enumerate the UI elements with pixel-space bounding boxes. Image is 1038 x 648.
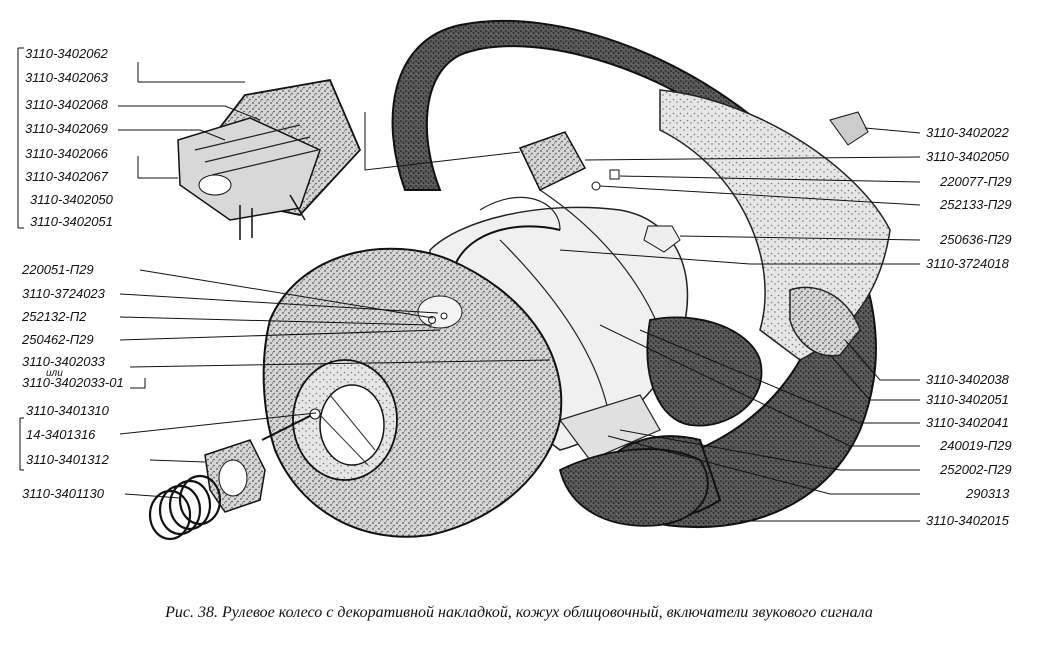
part-label: 252132-П2	[22, 309, 87, 324]
part-label: 3110-3402068	[25, 97, 108, 112]
horn-pad-cover	[262, 247, 563, 538]
part-label: 3110-3402033-01	[22, 375, 124, 390]
part-label: 220051-П29	[22, 262, 94, 277]
part-label: 3110-3401130	[22, 486, 104, 501]
part-label: 3110-3402022	[926, 125, 1009, 140]
part-label: 3110-3402033	[22, 354, 105, 369]
part-label: 240019-П29	[940, 438, 1012, 453]
steering-column-shroud	[659, 89, 891, 361]
part-label: 3110-3402063	[25, 70, 108, 85]
part-label: 250636-П29	[940, 232, 1012, 247]
part-label: 3110-3402050	[926, 149, 1009, 164]
lower-spoke-pad	[558, 316, 763, 527]
part-label: 3110-3402069	[25, 121, 108, 136]
part-label: 252133-П29	[940, 197, 1012, 212]
right-horn-switch	[518, 111, 869, 253]
part-label: 3110-3724023	[22, 286, 105, 301]
part-label: 3110-3402062	[25, 46, 108, 61]
part-label: 252002-П29	[940, 462, 1012, 477]
part-label: 250462-П29	[22, 332, 94, 347]
part-label: 3110-3402015	[926, 513, 1009, 528]
part-label: 290313	[966, 486, 1010, 501]
part-label: 3110-3402038	[926, 372, 1009, 387]
part-label: 3110-3402041	[926, 415, 1009, 430]
part-label: 3110-3402050	[30, 192, 113, 207]
part-label-or: или	[46, 368, 63, 379]
leader-lines	[17, 47, 921, 522]
part-label: 3110-3724018	[926, 256, 1009, 271]
part-label: 220077-П29	[940, 174, 1012, 189]
part-label: 3110-3401312	[26, 452, 109, 467]
steering-wheel-diagram	[17, 19, 921, 541]
part-label: 3110-3402051	[926, 392, 1009, 407]
spring-and-bushing	[148, 408, 321, 541]
part-label: 3110-3402066	[25, 146, 108, 161]
part-label: 3110-3402051	[30, 214, 113, 229]
figure-caption: Рис. 38. Рулевое колесо с декоративной н…	[165, 604, 873, 621]
part-label: 3110-3402067	[25, 169, 108, 184]
part-label: 14-3401316	[26, 427, 96, 442]
horn-switch-block	[177, 78, 362, 240]
part-label: 3110-3401310	[26, 403, 109, 418]
